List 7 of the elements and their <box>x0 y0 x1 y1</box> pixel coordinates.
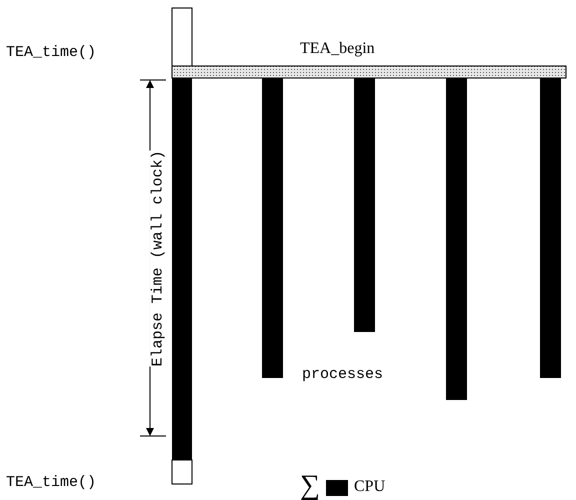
legend-label: CPU <box>354 478 386 496</box>
sum-symbol: ∑ <box>300 470 320 500</box>
band-label: TEA_begin <box>300 40 375 58</box>
dimension-label: Elapse Time (wall clock) <box>150 150 167 366</box>
process-label: processes <box>302 366 384 383</box>
function-label: TEA_time() <box>6 474 96 491</box>
function-label: TEA_time() <box>6 44 96 61</box>
